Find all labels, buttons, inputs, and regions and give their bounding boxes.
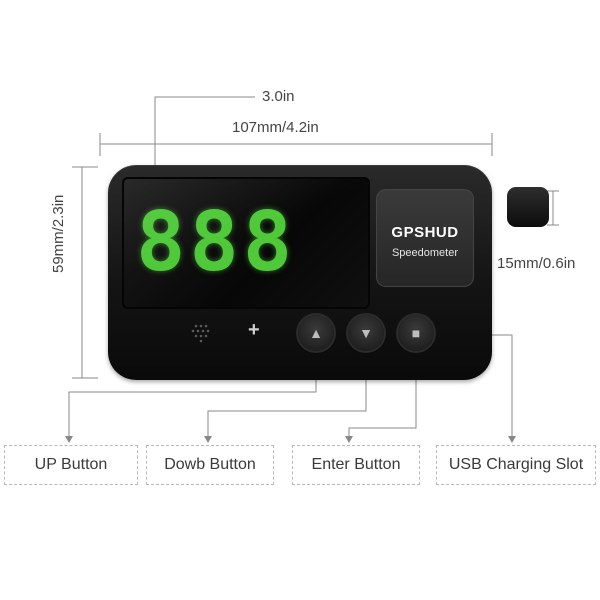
down-button[interactable]: ▼ [348, 315, 384, 351]
screen-glare [124, 179, 368, 307]
callout-usb-slot: USB Charging Slot [436, 445, 596, 485]
callout-enter-label: Enter Button [311, 456, 401, 473]
callout-up-button: UP Button [4, 445, 138, 485]
brand-panel: GPSHUD Speedometer [376, 189, 474, 287]
display-screen: 888 [122, 177, 370, 309]
callout-enter-button: Enter Button [292, 445, 420, 485]
plus-icon: + [248, 319, 260, 341]
callout-usb-label: USB Charging Slot [448, 456, 584, 473]
square-icon: ■ [411, 325, 421, 341]
height-label: 59mm/2.3in [50, 194, 67, 273]
brand-subtitle: Speedometer [391, 247, 459, 259]
device-side-view [507, 187, 549, 227]
brand-title: GPSHUD [391, 224, 459, 241]
speaker-grille-icon [191, 324, 210, 343]
callout-down-label: Dowb Button [164, 456, 256, 473]
depth-label: 15mm/0.6in [497, 255, 576, 272]
callout-up-label: UP Button [34, 456, 108, 473]
width-label: 107mm/4.2in [232, 119, 319, 136]
gps-hud-device: 888 GPSHUD Speedometer + ▲ ▼ ■ [108, 165, 492, 380]
enter-button[interactable]: ■ [398, 315, 434, 351]
screen-width-label: 3.0in [262, 88, 295, 105]
up-triangle-icon: ▲ [309, 325, 323, 341]
callout-down-button: Dowb Button [146, 445, 274, 485]
down-triangle-icon: ▼ [359, 325, 373, 341]
speed-digits: 888 [136, 197, 296, 289]
up-button[interactable]: ▲ [298, 315, 334, 351]
